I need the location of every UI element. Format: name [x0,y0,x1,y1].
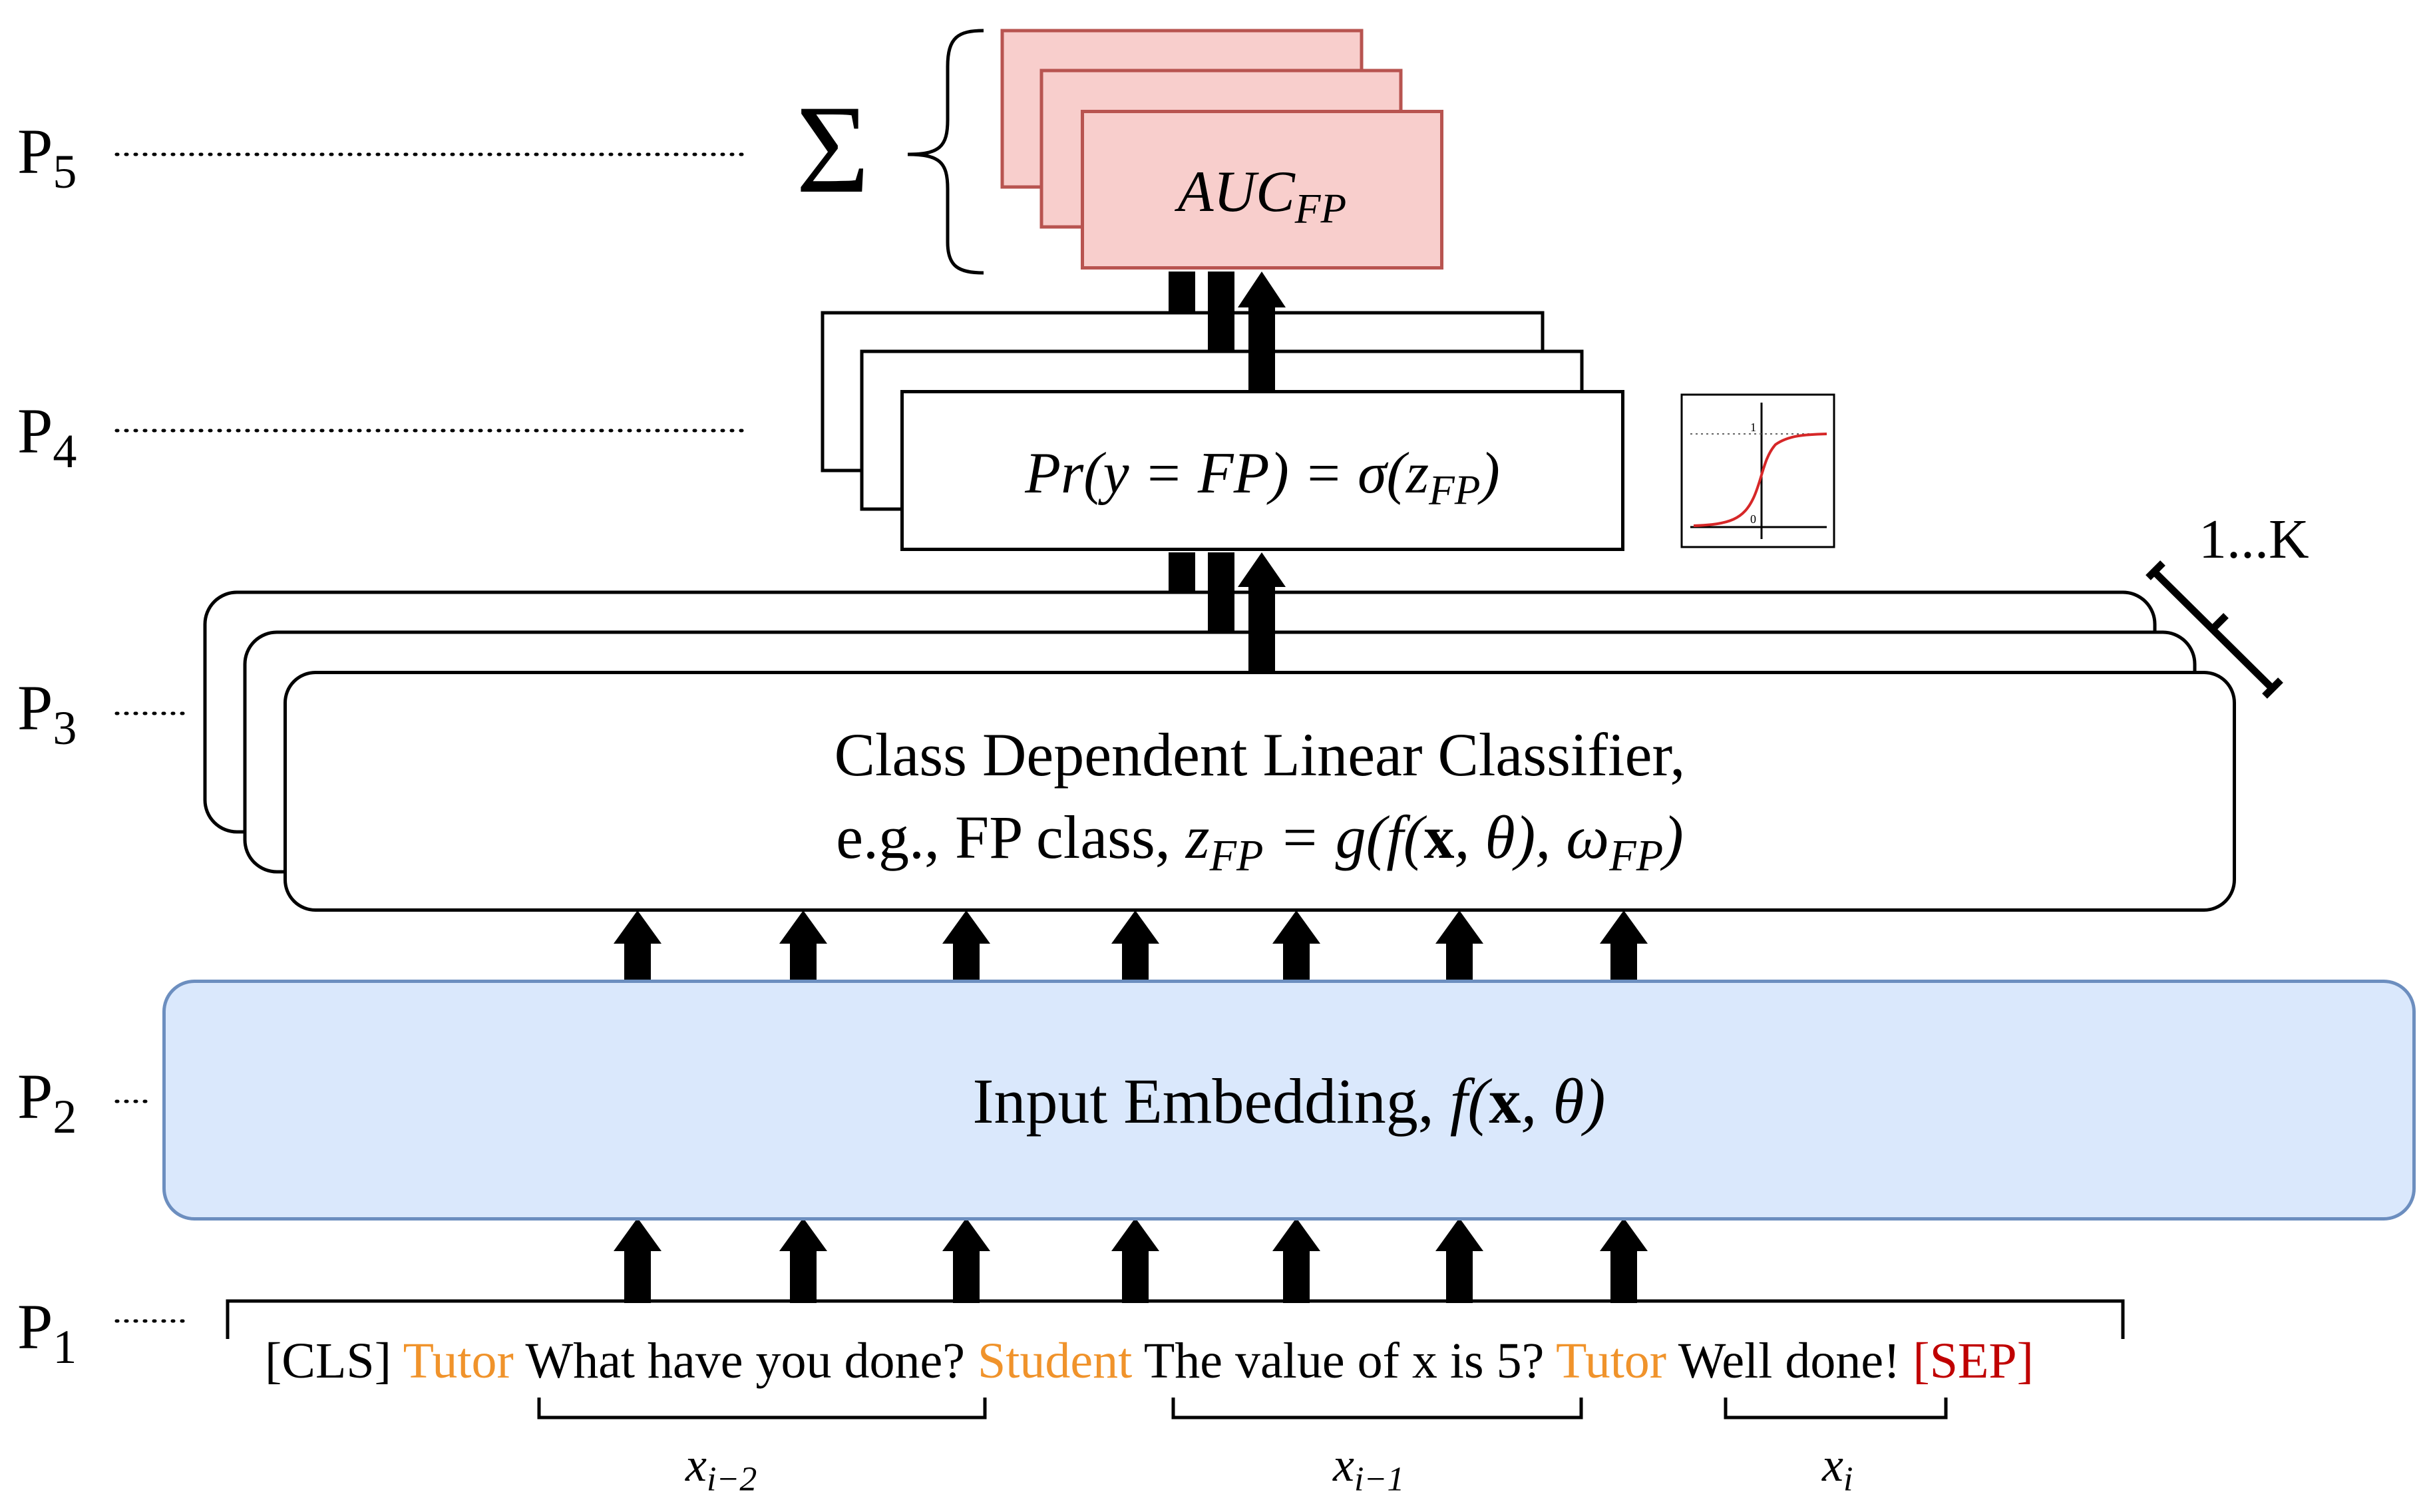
segment-label-3: xi [1822,1438,1853,1499]
token-tutor-2: Tutor [1555,1333,1667,1389]
level-label-p3: P3 [17,672,77,755]
classifier-formula: e.g., FP class, zFP = g(f(x, θ), ωFP) [836,803,1684,880]
level-label-p4: P4 [17,395,77,478]
sigmoid-tick-bottom: 0 [1750,512,1756,526]
segment-label-2: xi−1 [1333,1438,1405,1499]
level-label-p2: P2 [17,1061,77,1143]
dotted-leaders [114,152,747,1323]
sigmoid-tick-top: 1 [1750,421,1756,434]
classifier-title: Class Dependent Linear Classifier, [834,721,1686,789]
token-utterance-2: The value of x is 5? [1132,1333,1556,1389]
arrows-p4-p5 [1169,272,1286,393]
sigmoid-curve [1693,433,1827,527]
token-tutor-1: Tutor [403,1333,514,1389]
segment-label-1: xi−2 [685,1438,757,1499]
arrows-p1-p2 [614,1218,1648,1303]
token-utterance-3: Well done! [1666,1333,1913,1389]
level-label-p5: P5 [17,116,77,198]
token-student: Student [977,1333,1133,1389]
token-cls: [CLS] [265,1333,403,1389]
segment-brackets [537,1398,1948,1419]
token-sep: [SEP] [1913,1333,2034,1389]
probability-formula: Pr(y = FP) = σ(zFP) [1025,441,1500,514]
segment-bracket-2 [1171,1398,1583,1419]
level-label-p1: P1 [17,1291,77,1374]
segment-bracket-1 [537,1398,987,1419]
classifier-box: Class Dependent Linear Classifier, e.g.,… [283,671,2236,912]
stack-count-label: 1...K [2199,508,2309,570]
token-sequence: [CLS] Tutor What have you done? Student … [265,1332,2034,1390]
segment-bracket-3 [1724,1398,1948,1419]
sigmoid-thumbnail [1680,393,1835,548]
sum-symbol: Σ [796,80,870,220]
embedding-box: Input Embedding, f(x, θ) [162,980,2416,1221]
embedding-label: Input Embedding, f(x, θ) [972,1065,1606,1137]
auc-label: AUCFP [1177,160,1347,232]
auc-box: AUCFP [1081,110,1443,270]
token-utterance-1: What have you done? [513,1333,978,1389]
probability-box: Pr(y = FP) = σ(zFP) [900,390,1624,551]
arrows-p2-p3 [614,910,1648,980]
input-bracket [226,1299,2125,1339]
arrows-p3-p4 [1169,552,1286,671]
stack-bracket [2146,560,2283,699]
curly-brace [907,29,984,275]
